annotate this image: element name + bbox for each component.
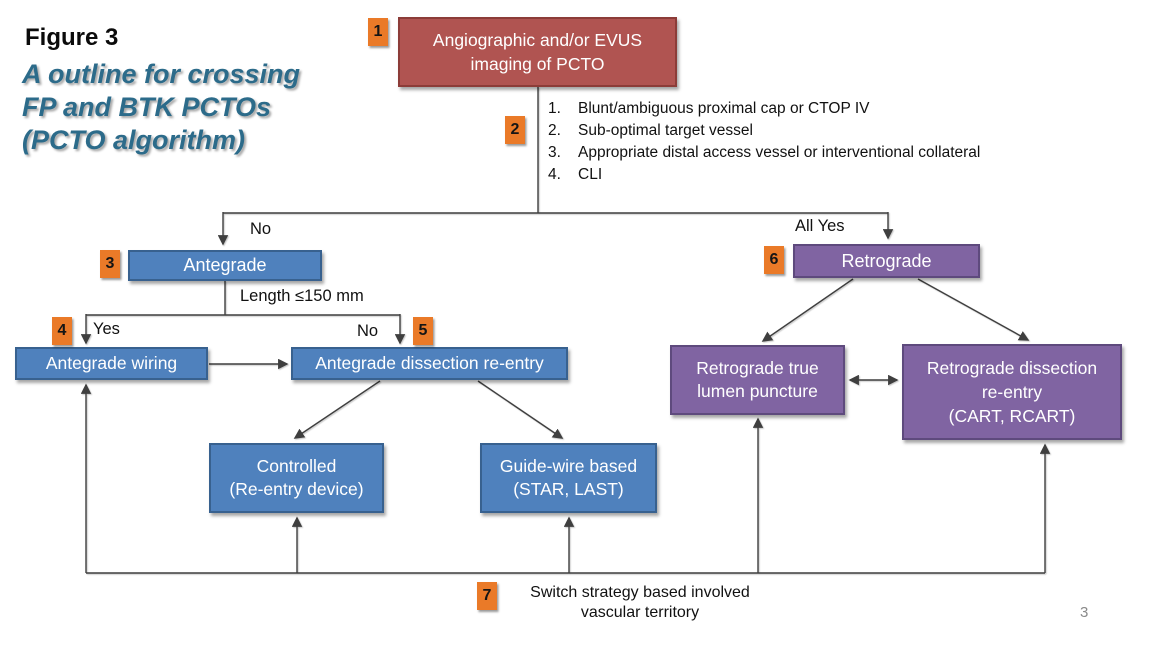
node-retrograde: Retrograde	[793, 244, 980, 278]
node-antegrade-dissection-text: Antegrade dissection re-entry	[315, 353, 544, 373]
slide-title: A outline for crossing FP and BTK PCTOs …	[22, 58, 300, 157]
criteria-list: 1. Blunt/ambiguous proximal cap or CTOP …	[548, 98, 1068, 186]
criteria-item-number: 1.	[548, 100, 561, 117]
node-retrograde-text: Retrograde	[841, 250, 932, 271]
badge-4: 4	[52, 317, 72, 345]
node-guidewire-text: (STAR, LAST)	[513, 479, 624, 499]
edge-label-no-top: No	[250, 220, 272, 238]
edge-retrograde-to-rdr	[917, 278, 1030, 341]
node-retro-true-lumen-text: lumen puncture	[697, 381, 818, 401]
node-controlled-text: Controlled	[256, 456, 337, 476]
badge-6: 6	[764, 246, 784, 274]
criteria-item-number: 2.	[548, 122, 561, 139]
node-retro-dissection-text: (CART, RCART)	[948, 406, 1076, 426]
slide-title-line: FP and BTK PCTOs	[22, 92, 272, 122]
criteria-item: 4. CLI	[548, 164, 1068, 186]
criteria-item-text: CLI	[578, 166, 603, 183]
node-antegrade-text: Antegrade	[183, 255, 267, 275]
node-imaging-text: imaging of PCTO	[470, 54, 605, 74]
node-retro-dissection-text: re-entry	[981, 382, 1043, 402]
edge-label-length: Length ≤150 mm	[240, 287, 364, 305]
node-retro-true-lumen-text: Retrograde true	[696, 358, 819, 378]
edge-dissection-to-controlled	[293, 380, 381, 439]
node-retro-dissection: Retrograde dissection re-entry (CART, RC…	[902, 344, 1122, 440]
node-imaging-text: Angiographic and/or EVUS	[432, 30, 643, 50]
switch-strategy-note-line: Switch strategy based involved	[530, 584, 750, 601]
edge-label-all-yes: All Yes	[795, 217, 845, 235]
edge-dissection-to-guidewire	[477, 380, 564, 439]
criteria-item: 1. Blunt/ambiguous proximal cap or CTOP …	[548, 98, 1068, 120]
criteria-item-number: 3.	[548, 144, 561, 161]
criteria-item-text: Blunt/ambiguous proximal cap or CTOP IV	[578, 100, 870, 117]
node-guidewire: Guide-wire based (STAR, LAST)	[480, 443, 657, 513]
badge-1: 1	[368, 18, 388, 46]
slide-title-line: (PCTO algorithm)	[22, 125, 246, 155]
node-retro-dissection-text: Retrograde dissection	[926, 358, 1098, 378]
criteria-item: 2. Sub-optimal target vessel	[548, 120, 1068, 142]
criteria-item-text: Appropriate distal access vessel or inte…	[578, 144, 981, 161]
slide-title-line: A outline for crossing	[22, 59, 301, 89]
switch-strategy-note-line: vascular territory	[580, 604, 700, 621]
node-antegrade-wiring: Antegrade wiring	[15, 347, 208, 380]
node-antegrade-wiring-text: Antegrade wiring	[45, 353, 178, 373]
criteria-item: 3. Appropriate distal access vessel or i…	[548, 142, 1068, 164]
node-retro-true-lumen: Retrograde true lumen puncture	[670, 345, 845, 415]
page-number: 3	[1080, 604, 1089, 621]
badge-5: 5	[413, 317, 433, 345]
node-controlled: Controlled (Re-entry device)	[209, 443, 384, 513]
edge-label-yes: Yes	[93, 320, 120, 338]
node-imaging: Angiographic and/or EVUS imaging of PCTO	[398, 17, 677, 87]
figure-label: Figure 3	[25, 24, 119, 51]
node-antegrade-dissection: Antegrade dissection re-entry	[291, 347, 568, 380]
badge-7: 7	[477, 582, 497, 610]
edge-label-no-branch: No	[357, 322, 379, 340]
node-antegrade: Antegrade	[128, 250, 322, 281]
criteria-item-text: Sub-optimal target vessel	[578, 122, 753, 139]
switch-strategy-note: Switch strategy based involved vascular …	[500, 583, 780, 623]
badge-3: 3	[100, 250, 120, 278]
node-guidewire-text: Guide-wire based	[499, 456, 638, 476]
node-controlled-text: (Re-entry device)	[229, 479, 364, 499]
edge-retrograde-to-truelumen	[761, 278, 854, 342]
badge-2: 2	[505, 116, 525, 144]
criteria-item-number: 4.	[548, 166, 561, 183]
